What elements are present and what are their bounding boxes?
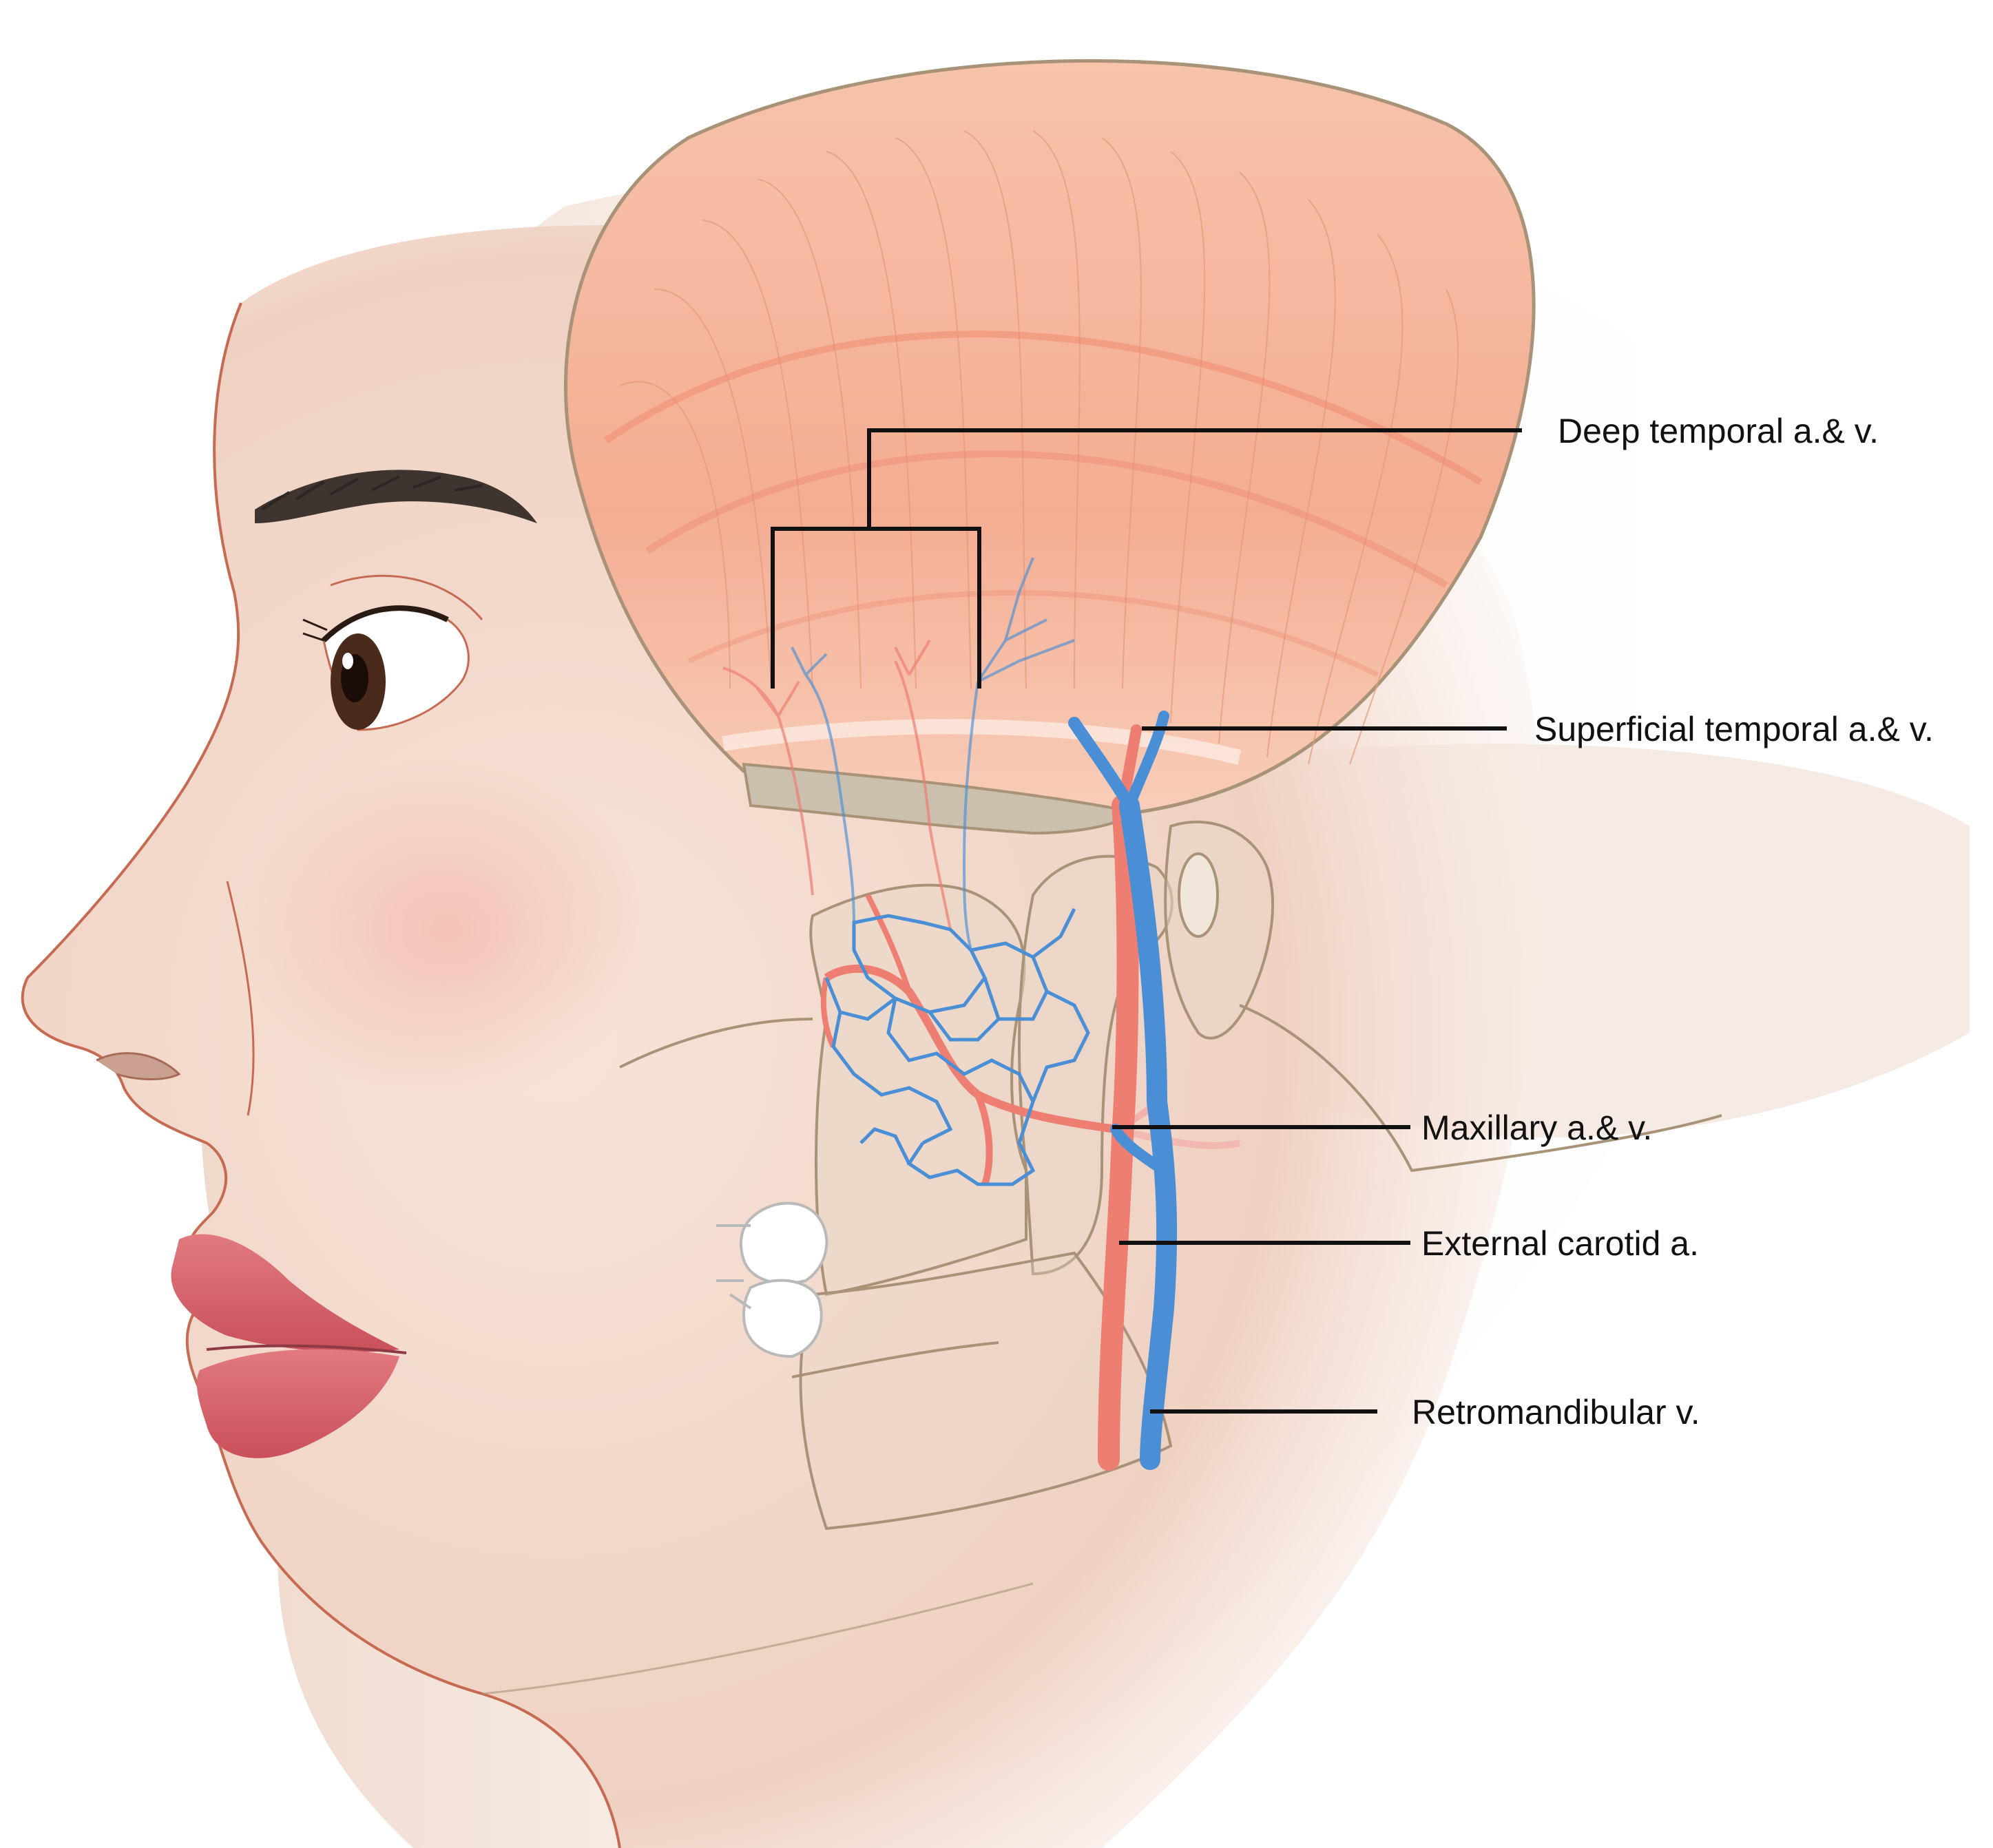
temporalis-muscle: [563, 59, 1536, 835]
lips: [171, 1234, 407, 1458]
labels: Deep temporal a.& v. Superficial tempora…: [1412, 412, 1934, 1431]
label-external-carotid: External carotid a.: [1421, 1224, 1699, 1263]
leader-deep-temporal: [867, 428, 1522, 529]
eye: [302, 574, 483, 731]
label-deep-temporal: Deep temporal a.& v.: [1558, 412, 1879, 450]
eyebrow: [255, 470, 537, 523]
label-superficial-temporal: Superficial temporal a.& v.: [1534, 710, 1934, 748]
vessel-network: [722, 557, 1241, 1186]
label-retromandibular: Retromandibular v.: [1412, 1393, 1700, 1431]
label-maxillary: Maxillary a.& v.: [1421, 1109, 1652, 1147]
teeth: [716, 1201, 828, 1358]
leader-deep-temporal-bracket: [771, 527, 981, 689]
main-vessels: [1068, 711, 1178, 1471]
bone-foramen: [1178, 852, 1219, 938]
leader-lines: [771, 428, 1522, 1414]
